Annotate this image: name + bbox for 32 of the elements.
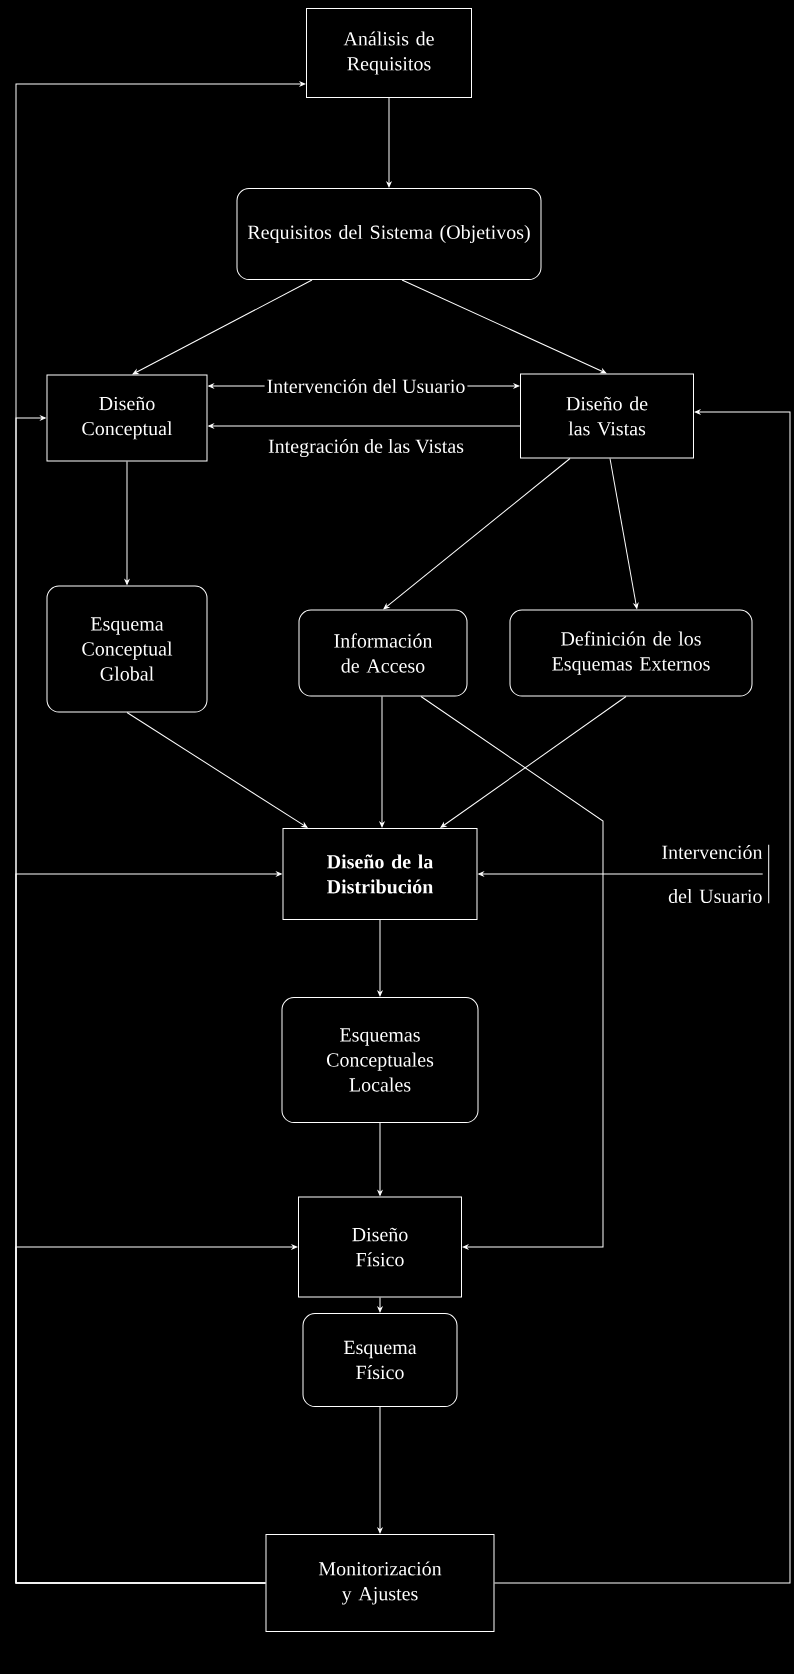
arrow (124, 461, 130, 585)
arrow (208, 423, 521, 429)
arrow (478, 871, 764, 877)
process-box: Diseño Conceptual (46, 374, 208, 462)
arrow (609, 458, 639, 609)
rounded-box: Esquemas Conceptuales Locales (281, 997, 479, 1123)
arrow (377, 1297, 383, 1313)
process-box: Análisis de Requisitos (306, 8, 472, 98)
arrow (377, 1406, 383, 1534)
rounded-box: Definición de los Esquemas Externos (509, 609, 753, 697)
arrow (420, 696, 604, 1250)
rounded-box: Requisitos del Sistema (Objetivos) (236, 188, 542, 280)
arrow (132, 279, 313, 375)
user-intervention-text: Intervención del Usuario (662, 844, 770, 904)
arrow (383, 458, 571, 610)
rounded-box: Esquema Físico (302, 1313, 458, 1407)
process-box: Diseño de las Vistas (520, 373, 694, 459)
arrow (401, 279, 607, 374)
rounded-box: Información de Acceso (298, 609, 468, 697)
arrow (126, 712, 308, 828)
edge-label: Integración de las Vistas (266, 436, 466, 460)
process-box: Monitorización y Ajustes (265, 1534, 495, 1632)
arrow (377, 919, 383, 997)
arrow (386, 97, 392, 188)
process-box: Diseño Físico (298, 1196, 462, 1298)
arrow (494, 409, 791, 1584)
process-box: Diseño de la Distribución (282, 828, 478, 920)
arrow (440, 696, 627, 828)
arrow (377, 1122, 383, 1196)
rounded-box: Esquema Conceptual Global (46, 585, 208, 713)
arrow (379, 696, 385, 828)
arrow (15, 1244, 298, 1584)
